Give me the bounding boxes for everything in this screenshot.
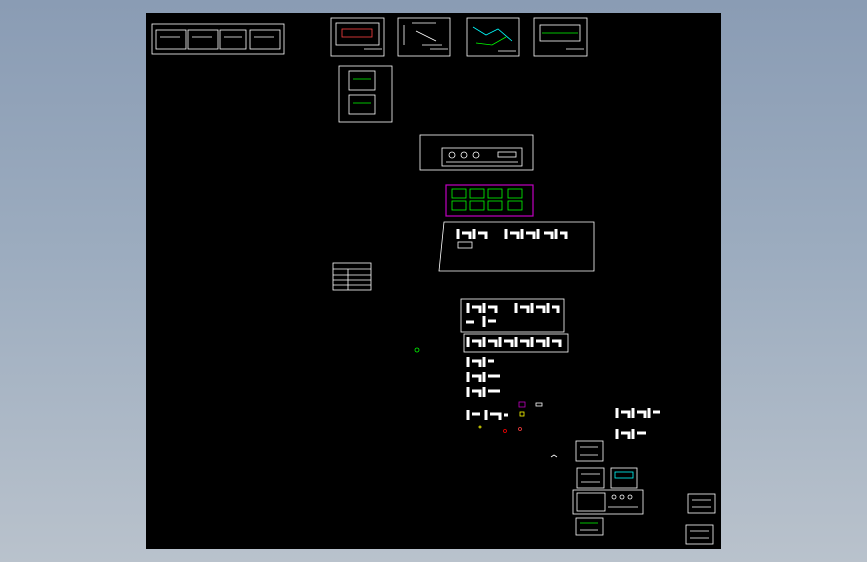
drawing-sheet-detail-stack[interactable]: [338, 65, 393, 123]
drawing-sheet-4[interactable]: [533, 17, 588, 57]
selected-parts-grid[interactable]: [445, 184, 534, 217]
drawing-sheet-small-a[interactable]: [575, 440, 604, 462]
drawing-sheet-small-e[interactable]: [575, 517, 604, 536]
cad-drawing-viewport[interactable]: [146, 13, 721, 549]
drawing-sheet-small-c[interactable]: [610, 467, 638, 489]
notes-frame[interactable]: [438, 221, 595, 272]
parts-table[interactable]: [332, 262, 372, 291]
drawing-sheet-2[interactable]: [397, 17, 451, 57]
drawing-sheet-small-g[interactable]: [685, 524, 714, 545]
point-markers[interactable]: [414, 347, 558, 458]
drawing-sheet-strip-topleft[interactable]: [151, 23, 285, 55]
cad-drawing-canvas[interactable]: [146, 13, 721, 549]
drawing-sheet-3[interactable]: [466, 17, 520, 57]
drawing-sheet-1[interactable]: [330, 17, 385, 57]
title-text-block: [466, 357, 660, 439]
annotation-frame[interactable]: [460, 298, 569, 353]
drawing-sheet-assembly[interactable]: [419, 134, 534, 171]
drawing-sheet-small-d[interactable]: [572, 489, 644, 515]
drawing-sheet-small-b[interactable]: [576, 467, 605, 489]
drawing-sheet-small-f[interactable]: [687, 493, 716, 514]
